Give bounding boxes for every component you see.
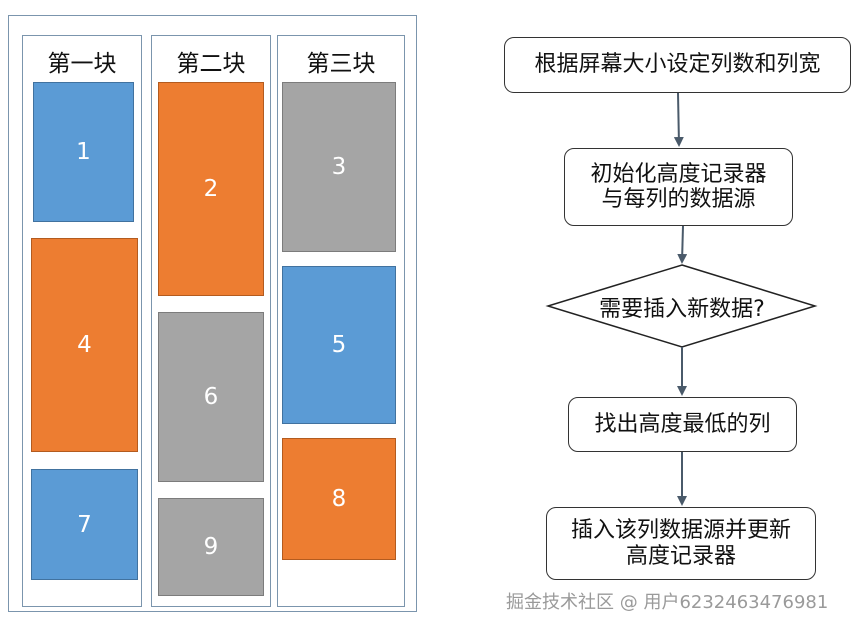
step-init-recorder: 初始化高度记录器 与每列的数据源 xyxy=(564,148,793,226)
step-find-lowest-label: 找出高度最低的列 xyxy=(594,411,771,437)
block-6: 6 xyxy=(158,312,264,482)
block-9: 9 xyxy=(158,498,264,596)
block-4: 4 xyxy=(31,238,138,452)
waterfall-container xyxy=(8,15,417,612)
column-3-title: 第三块 xyxy=(306,51,376,77)
arrow-1 xyxy=(673,92,684,147)
step-set-columns: 根据屏幕大小设定列数和列宽 xyxy=(504,37,851,93)
step-find-lowest: 找出高度最低的列 xyxy=(568,397,797,452)
block-5: 5 xyxy=(282,266,396,424)
block-2: 2 xyxy=(158,82,264,296)
column-1-title: 第一块 xyxy=(47,51,117,77)
step-set-columns-label: 根据屏幕大小设定列数和列宽 xyxy=(534,52,821,78)
block-3: 3 xyxy=(282,82,396,252)
watermark: 掘金技术社区 @ 用户6232463476981 xyxy=(506,592,829,613)
step-insert-update-line2: 高度记录器 xyxy=(625,543,736,569)
step-init-recorder-line1: 初始化高度记录器 xyxy=(590,161,767,187)
block-8: 8 xyxy=(282,438,396,560)
block-7: 7 xyxy=(31,469,138,580)
step-init-recorder-line2: 与每列的数据源 xyxy=(601,187,756,212)
step-insert-update-line1: 插入该列数据源并更新 xyxy=(570,518,791,544)
arrow-2 xyxy=(677,225,688,264)
decision-label: 需要插入新数据? xyxy=(599,297,765,322)
block-1: 1 xyxy=(33,82,134,222)
column-2-title: 第二块 xyxy=(176,51,246,77)
step-insert-update: 插入该列数据源并更新 高度记录器 xyxy=(546,507,816,580)
